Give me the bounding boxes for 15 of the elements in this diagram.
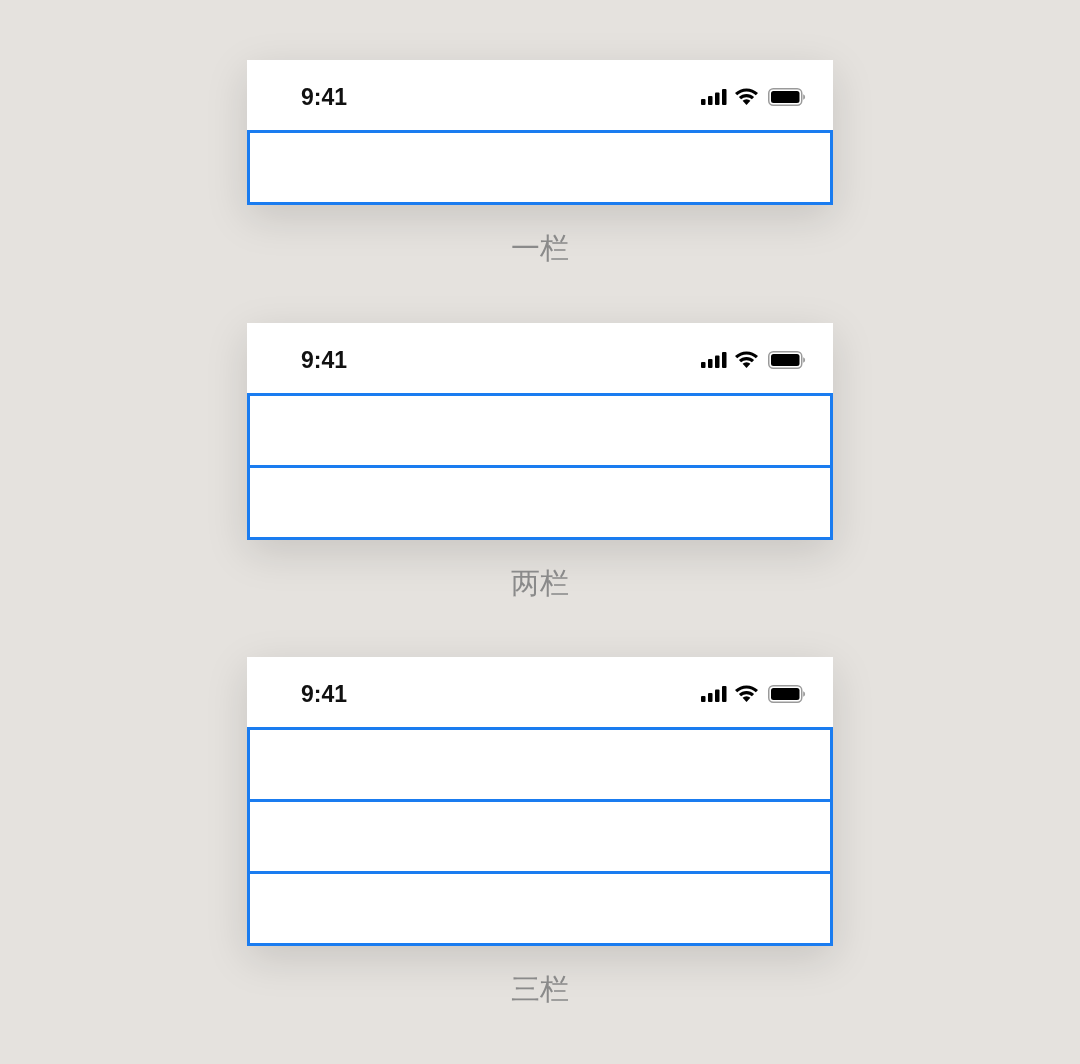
nav-bar-row bbox=[247, 871, 833, 946]
phone-screen bbox=[247, 60, 833, 205]
phone-screen bbox=[247, 323, 833, 540]
status-time: 9:41 bbox=[301, 680, 348, 709]
nav-bar-row bbox=[247, 130, 833, 205]
nav-bar-row bbox=[247, 799, 833, 874]
screen-label: 三栏 bbox=[511, 971, 569, 1007]
nav-bar-row bbox=[247, 465, 833, 540]
phone-screen bbox=[247, 657, 833, 946]
screen-label: 一栏 bbox=[511, 230, 569, 266]
status-time: 9:41 bbox=[301, 346, 348, 375]
screen-label: 两栏 bbox=[511, 565, 569, 601]
status-time: 9:41 bbox=[301, 83, 348, 112]
nav-bar-row bbox=[247, 727, 833, 802]
nav-bar-row bbox=[247, 393, 833, 468]
